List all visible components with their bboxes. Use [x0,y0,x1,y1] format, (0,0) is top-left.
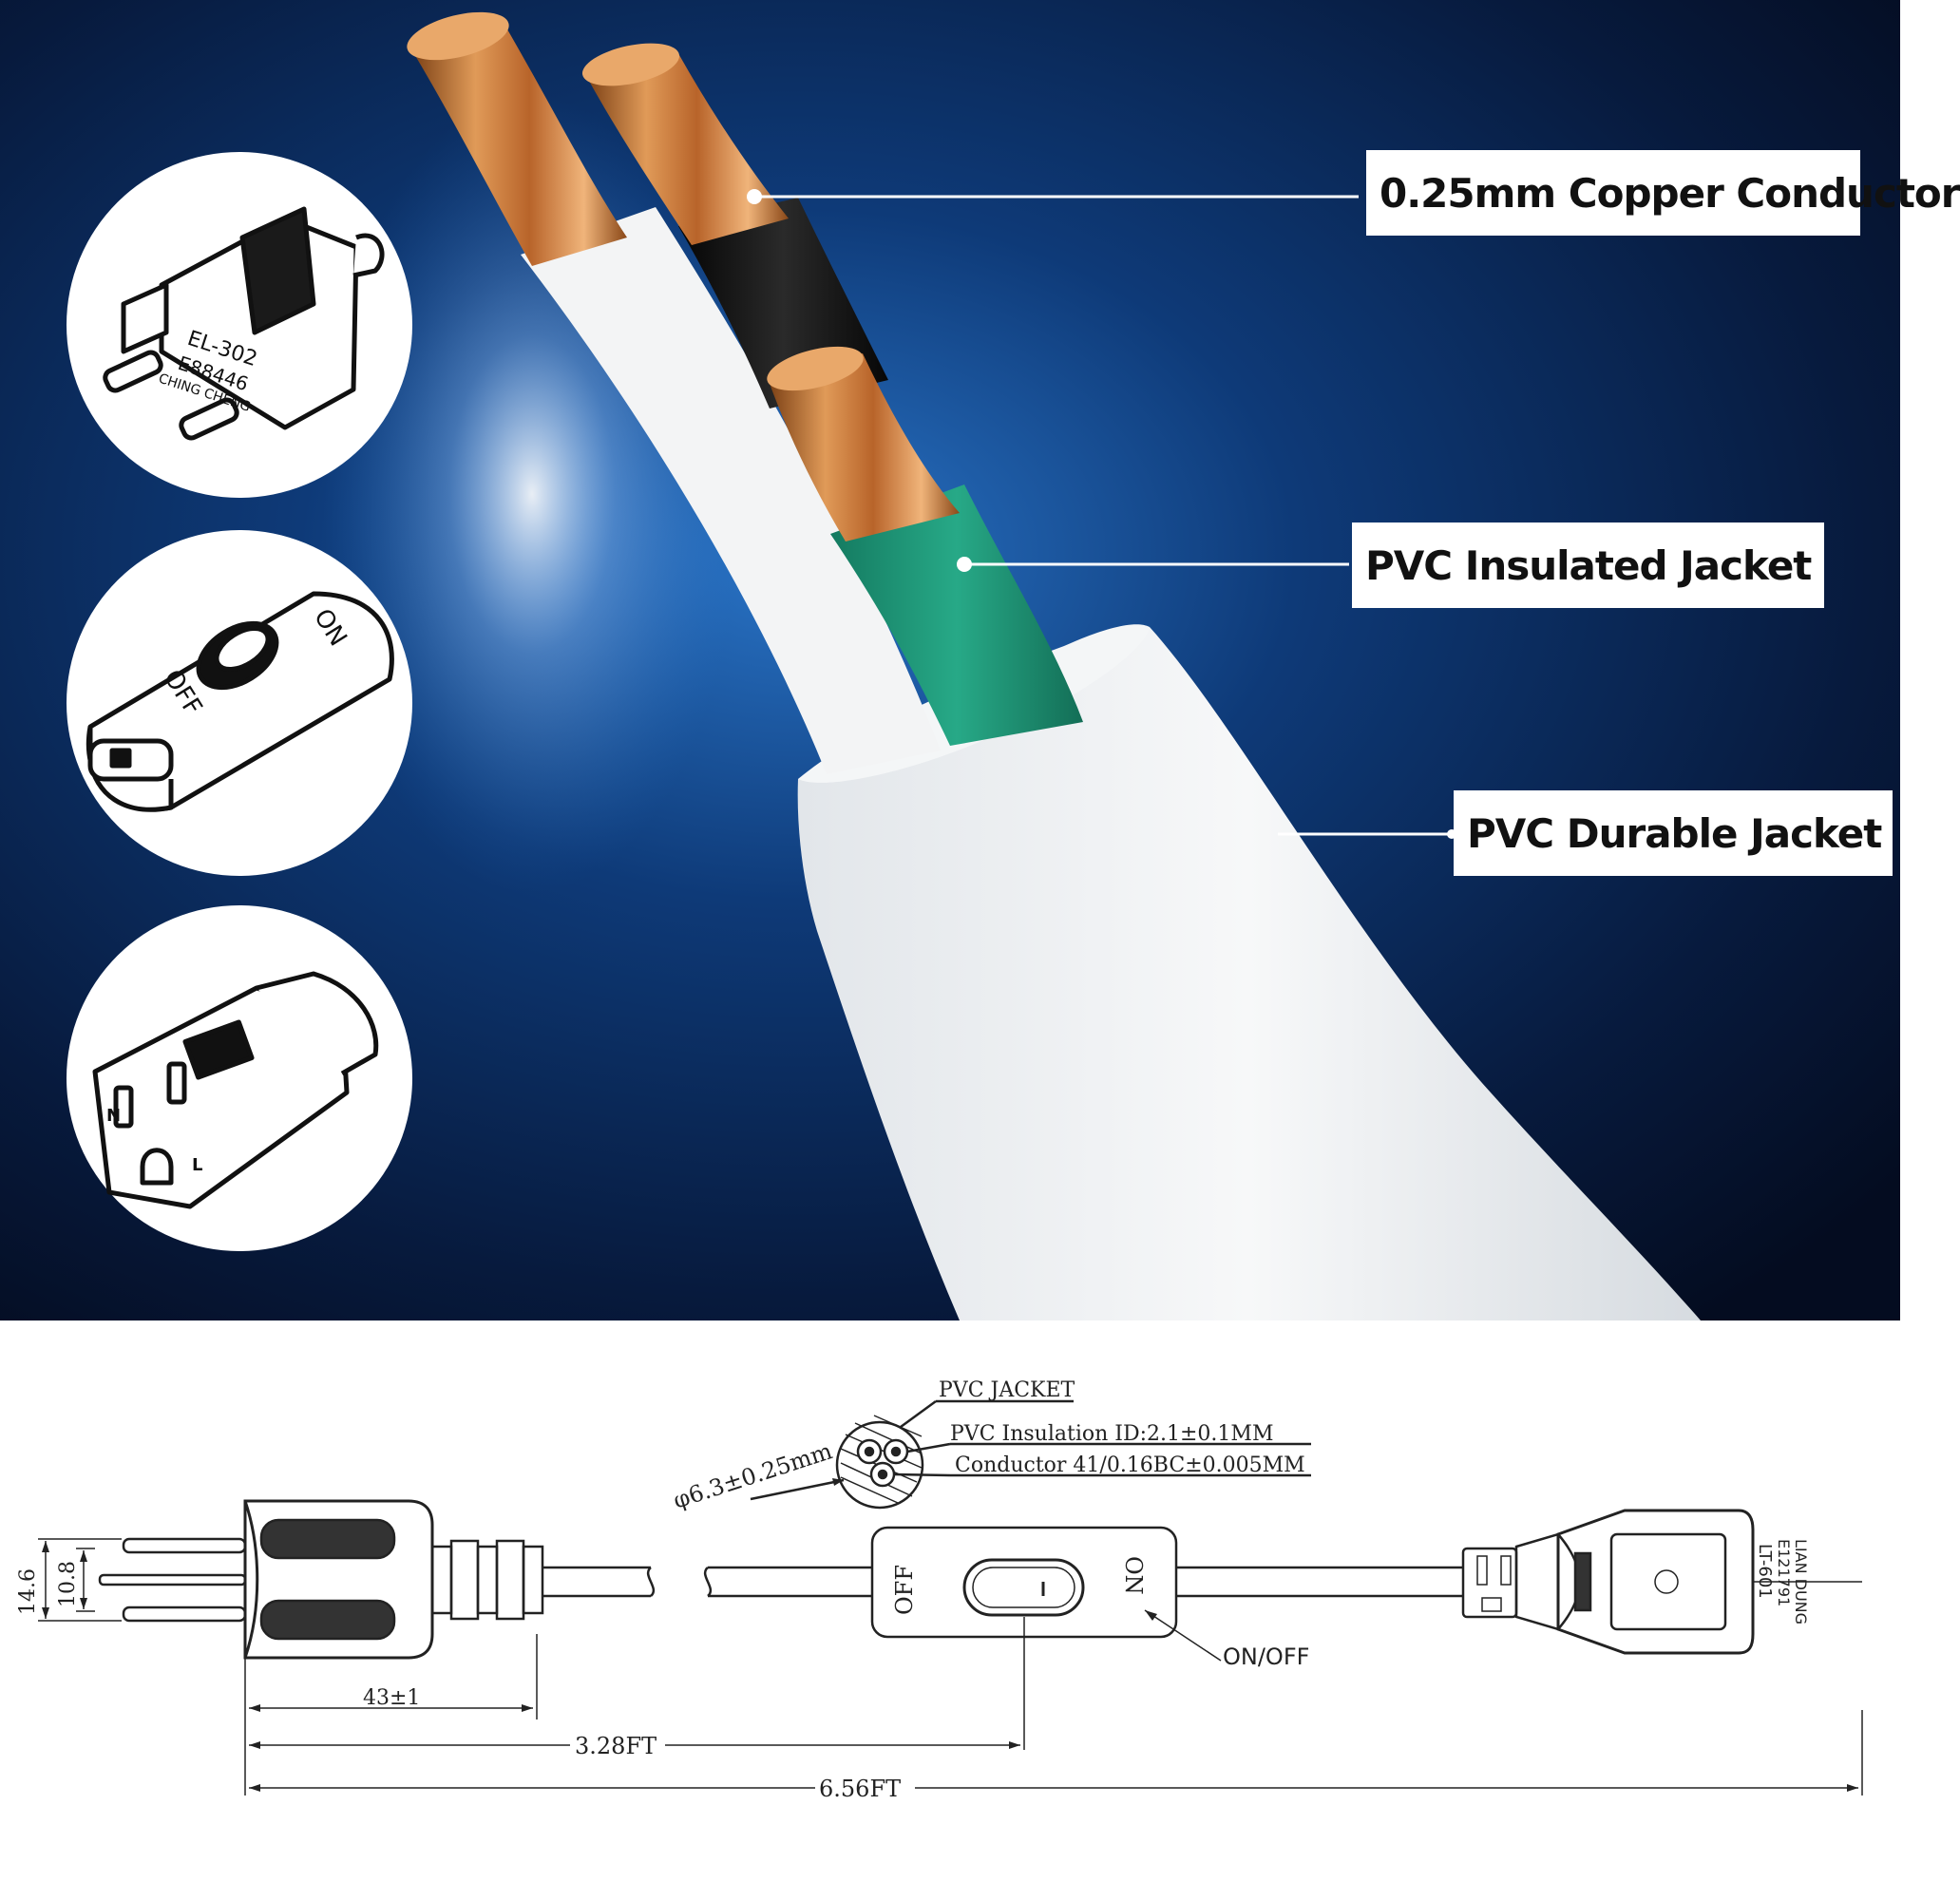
pvc-insulated-jacket-callout: PVC Insulated Jacket [1352,522,1824,608]
plug-badge: EL-302 E88446 CHING CHENG [67,152,412,498]
connector-label-1: LIAN DUNG [1792,1539,1810,1624]
switch-badge: ON OFF [67,530,412,876]
plug-icon [103,206,385,441]
switch-off-text: OFF [891,1565,918,1615]
length-dimensions [244,1720,1858,1796]
on-off-callout: ON/OFF [1223,1644,1309,1670]
socket-badge: N L [67,905,412,1251]
white-copper-core [410,23,627,266]
pvc-durable-jacket-callout: PVC Durable Jacket [1454,790,1893,876]
cable-cross-section [750,1399,1311,1510]
switch-on-text: ON [1120,1556,1147,1595]
pvc-jacket-label: PVC JACKET [939,1378,1075,1402]
connector-label-3: LT-601 [1755,1544,1775,1599]
black-copper-core [585,55,789,245]
white-insulated-jacket [521,207,941,774]
socket-icon-n: N [106,1106,121,1126]
conductor-leader-dot [747,189,762,204]
green-copper-face [767,346,864,391]
switch-drawing [703,1526,1463,1750]
plug-drawing [38,1499,656,1720]
green-copper-core [768,353,960,542]
plug-height-dim: 14.6 [16,1568,40,1615]
full-length-dim: 6.56FT [819,1776,901,1802]
green-insulated-jacket [830,484,1083,746]
pvc-insulation-label: PVC Insulation ID:2.1±0.1MM [950,1422,1273,1446]
black-copper-face [581,43,680,86]
copper-conductor-callout: 0.25mm Copper Conductor [1366,150,1960,236]
connector-label-2: E121791 [1775,1539,1793,1606]
conductor-spec-label: Conductor 41/0.16BC±0.005MM [955,1454,1305,1477]
connector-drawing [1461,1509,1863,1796]
technical-drawing: PVC JACKET PVC Insulation ID:2.1±0.1MM C… [16,1378,1863,1802]
insulated-leader-dot [957,557,972,572]
plug-length-dim: 43±1 [363,1686,420,1710]
switch-icon [86,591,394,812]
diameter-label: φ6.3±0.25mm [670,1437,835,1513]
half-length-dim: 3.28FT [575,1733,657,1759]
white-copper-face [407,11,509,61]
socket-icon [92,971,379,1209]
socket-icon-l: L [192,1155,202,1175]
product-infographic: EL-302 E88446 CHING CHENG ON OFF [0,0,1960,1802]
durable-jacket [797,627,1701,1320]
plug-pin-dim: 10.8 [56,1561,80,1607]
